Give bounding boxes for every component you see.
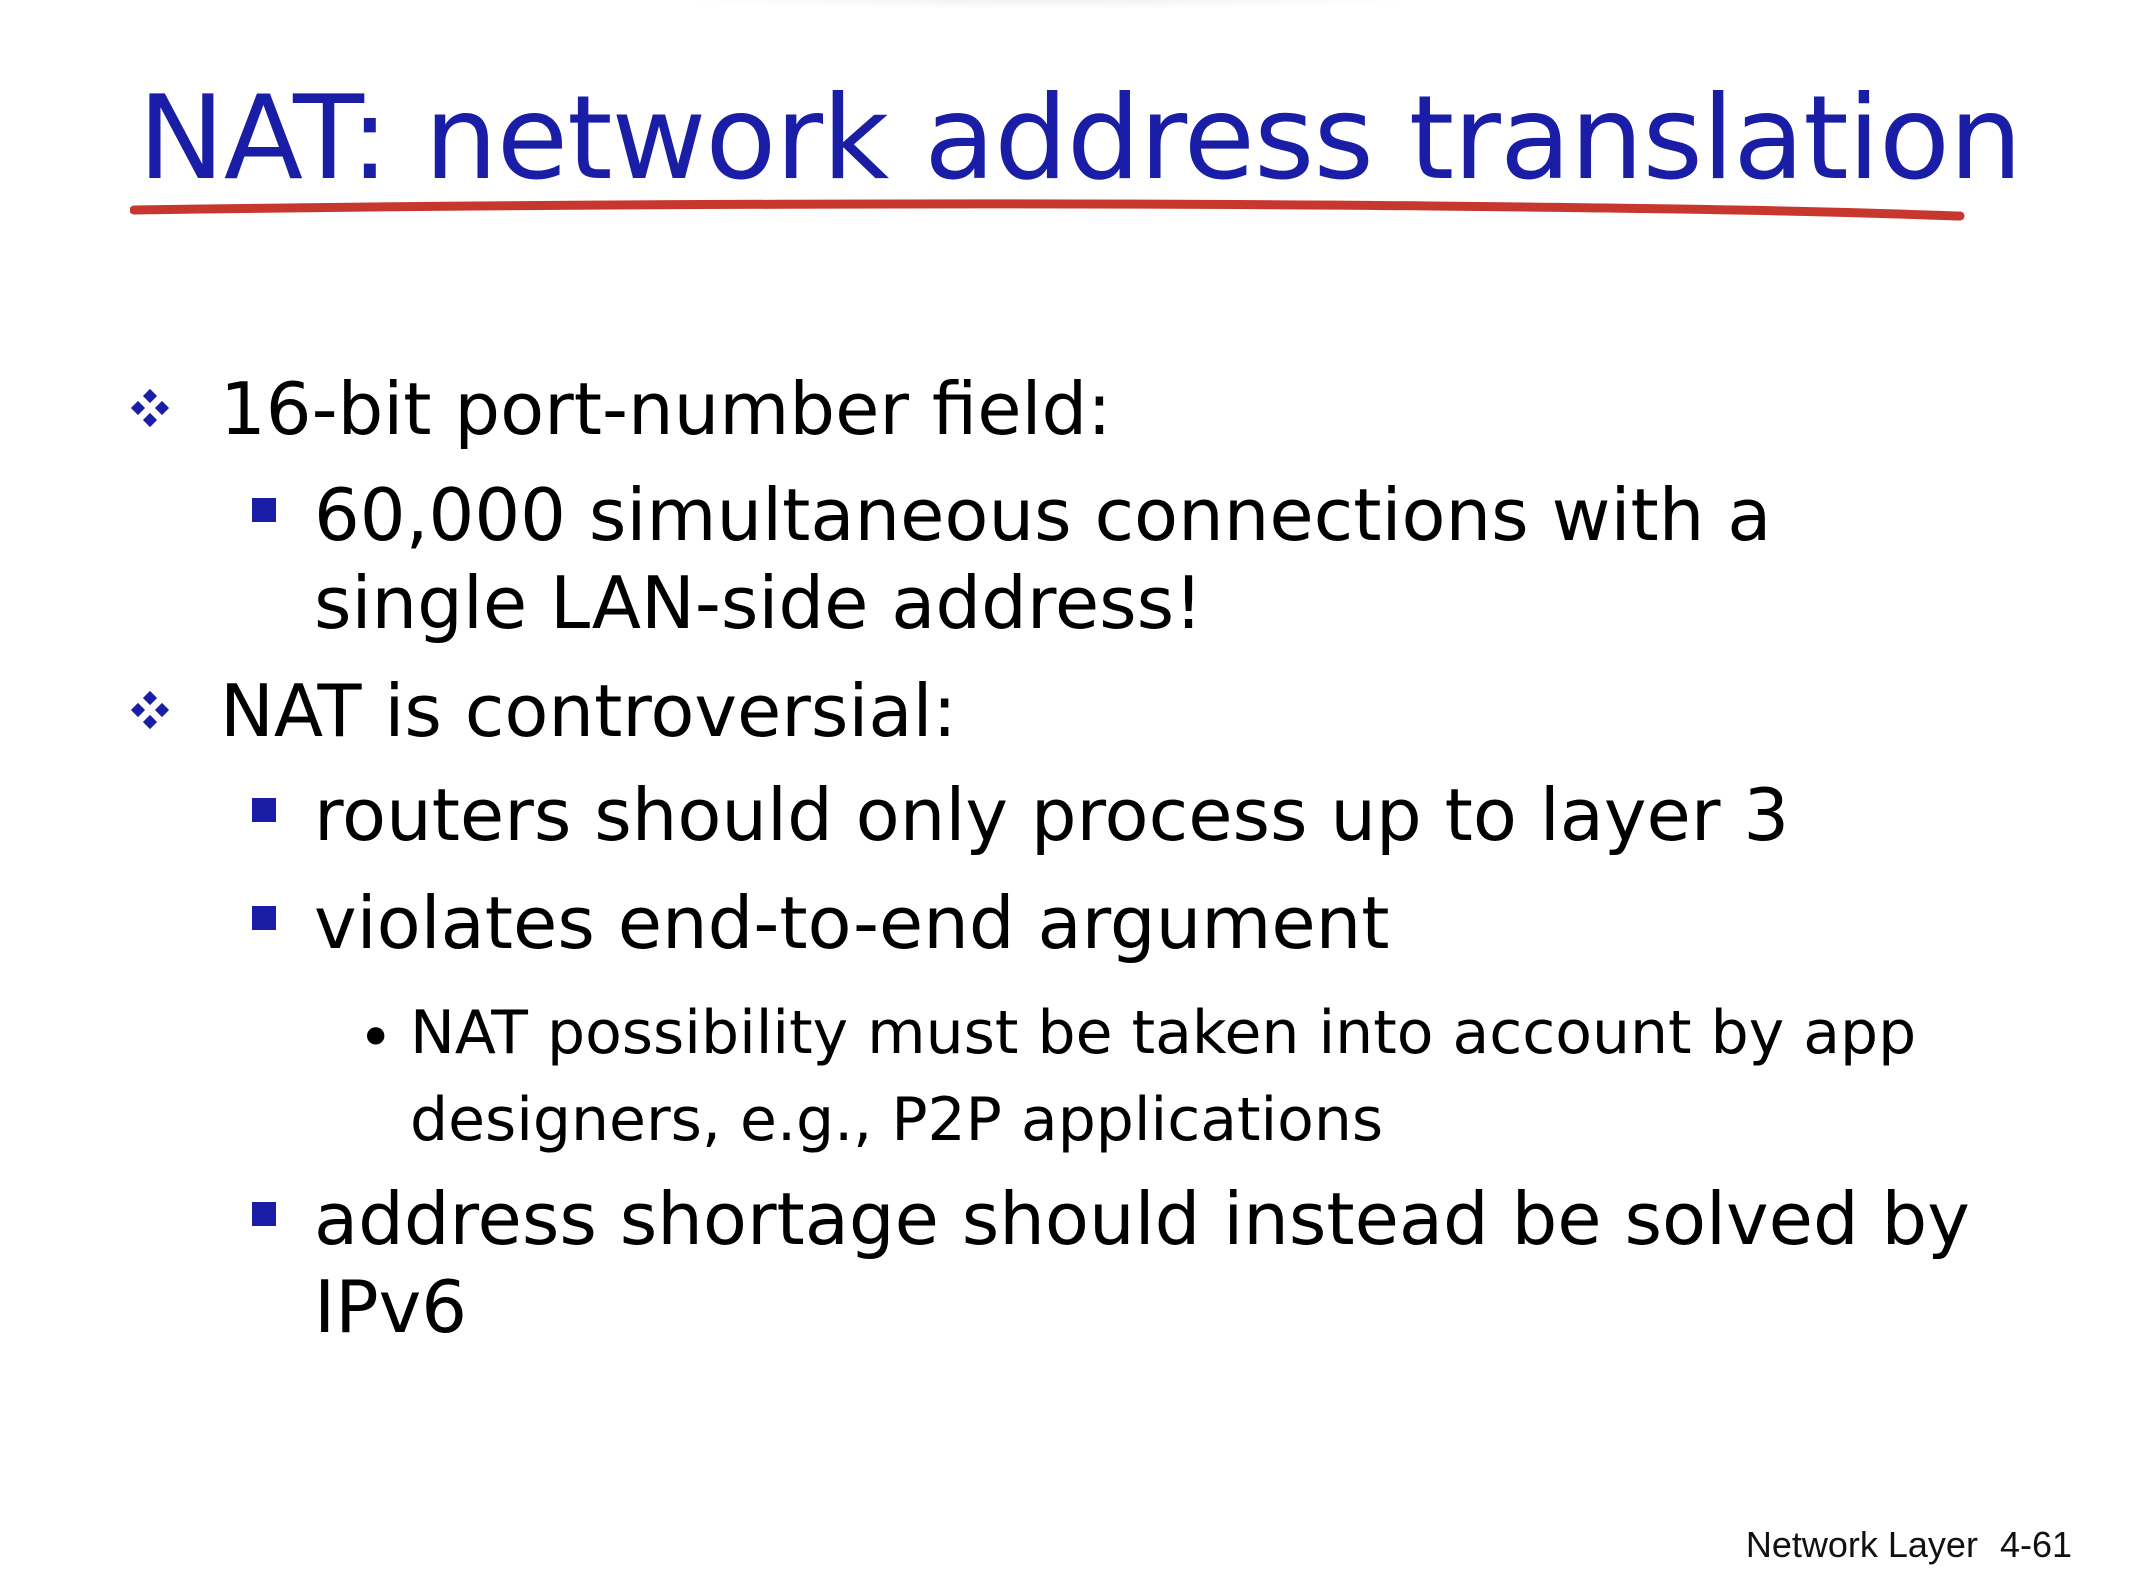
sub-sub-bullet-app-designers: • NAT possibility must be taken into acc… — [358, 990, 1930, 1164]
slide-footer: Network Layer 4-61 — [1746, 1524, 2072, 1566]
square-bullet-icon — [252, 498, 276, 522]
sub-bullet-end-to-end: violates end-to-end argument — [252, 880, 1974, 968]
square-bullet-icon — [252, 798, 276, 822]
sub-sub-bullet-text: NAT possibility must be taken into accou… — [410, 998, 1917, 1155]
dot-bullet-icon: • — [358, 1003, 394, 1073]
title-underline — [130, 199, 1965, 221]
bullet-text: NAT is controversial: — [220, 669, 957, 753]
sub-bullet-ipv6: address shortage should instead be solve… — [252, 1176, 1974, 1352]
sub-bullet-routers-layer3: routers should only process up to layer … — [252, 772, 1974, 860]
bullet-port-number-field: 16-bit port-number field: — [130, 366, 2020, 452]
sub-bullet-text: violates end-to-end argument — [314, 881, 1390, 965]
sub-bullet-text: 60,000 simultaneous connections with a s… — [314, 473, 1772, 645]
footer-section: Network Layer — [1745, 1524, 1978, 1565]
bullet-text: 16-bit port-number field: — [220, 367, 1112, 451]
four-diamond-icon — [130, 690, 170, 730]
slide-number: 4-61 — [1999, 1524, 2072, 1565]
square-bullet-icon — [252, 906, 276, 930]
square-bullet-icon — [252, 1202, 276, 1226]
sub-bullet-simultaneous-connections: 60,000 simultaneous connections with a s… — [252, 472, 1974, 648]
top-shadow — [600, 0, 1500, 10]
four-diamond-icon — [130, 388, 170, 428]
bullet-nat-controversial: NAT is controversial: — [130, 668, 2020, 754]
sub-bullet-text: routers should only process up to layer … — [314, 773, 1790, 857]
sub-bullet-text: address shortage should instead be solve… — [314, 1177, 1970, 1349]
slide-title: NAT: network address translation — [138, 71, 2022, 206]
